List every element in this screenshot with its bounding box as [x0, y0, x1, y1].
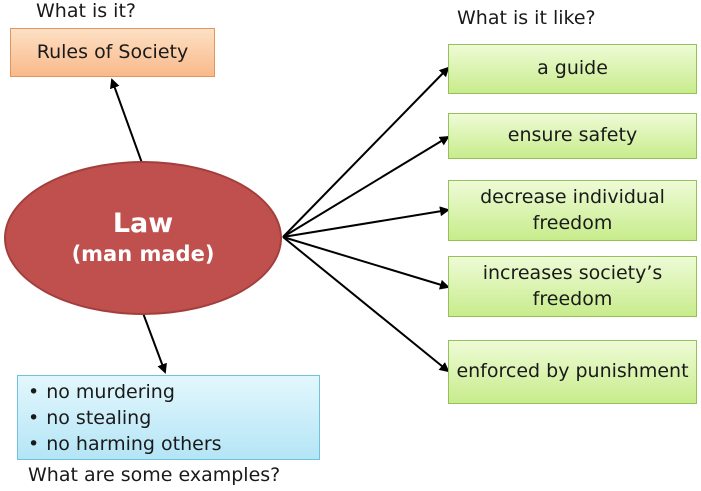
- arrow-to-quality-4: [282, 236, 450, 290]
- arrow-to-definition: [110, 78, 143, 164]
- arrow-to-quality-5: [282, 236, 450, 373]
- arrow-to-quality-1: [282, 66, 450, 238]
- caption-what-is-it: What is it?: [36, 0, 136, 22]
- example-item: no stealing: [28, 405, 222, 431]
- center-title: Law: [112, 208, 174, 240]
- example-item: no murdering: [28, 379, 222, 405]
- quality-box: enforced by punishment: [448, 340, 697, 404]
- caption-examples: What are some examples?: [28, 464, 281, 486]
- example-item: no harming others: [28, 431, 221, 457]
- caption-what-is-it-like: What is it like?: [457, 7, 596, 29]
- quality-box: ensure safety: [448, 113, 697, 159]
- center-ellipse: Law (man made): [4, 161, 282, 315]
- examples-list: no murdering no stealing no harming othe…: [28, 379, 222, 458]
- quality-box: a guide: [448, 44, 697, 94]
- quality-box: increases society’s freedom: [448, 256, 697, 317]
- arrow-to-quality-2: [282, 135, 450, 238]
- quality-box: decrease individual freedom: [448, 180, 697, 241]
- definition-box: Rules of Society: [10, 28, 215, 77]
- arrow-to-quality-3: [282, 206, 450, 238]
- arrow-to-examples: [142, 312, 167, 374]
- examples-box: no murdering no stealing no harming othe…: [17, 375, 320, 460]
- center-subtitle: (man made): [71, 241, 215, 266]
